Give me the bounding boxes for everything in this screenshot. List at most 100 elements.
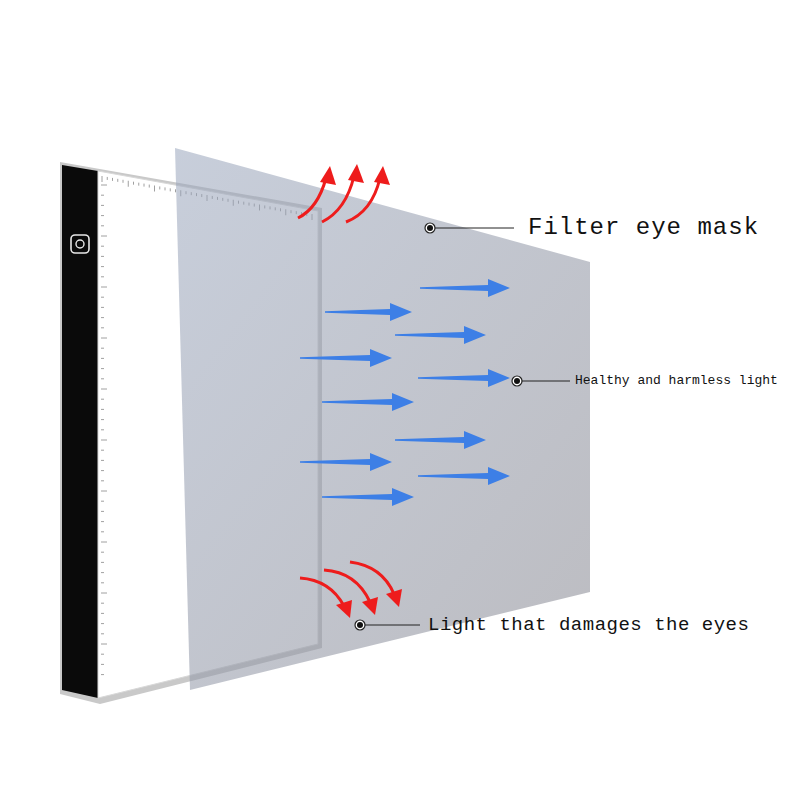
ruler-tick xyxy=(101,613,104,614)
ruler-tick xyxy=(101,225,104,226)
red-head xyxy=(374,166,390,185)
ruler-tick xyxy=(112,178,113,181)
blue-arrow xyxy=(420,279,510,297)
ruler-tick xyxy=(159,186,160,189)
red-arrow xyxy=(298,178,326,218)
ruler-tick xyxy=(101,429,104,430)
power-button xyxy=(71,235,89,253)
leader-dot xyxy=(425,223,435,233)
ruler-tick xyxy=(123,180,124,183)
ruler-tick xyxy=(101,654,104,655)
leader-dot xyxy=(427,225,433,231)
ruler-tick xyxy=(101,664,104,665)
callout-label: Light that damages the eyes xyxy=(428,615,749,636)
red-arrow xyxy=(324,570,370,602)
blue-arrow xyxy=(322,393,414,411)
leader-lines xyxy=(362,228,570,625)
leader-line xyxy=(432,228,514,229)
harmful-light-arrows xyxy=(298,176,394,606)
ruler-tick xyxy=(101,562,104,563)
ruler-tick xyxy=(101,470,104,471)
ruler-tick xyxy=(101,491,107,492)
ruler-tick xyxy=(133,182,134,185)
ruler-tick xyxy=(101,511,104,512)
red-head xyxy=(362,597,378,615)
ruler-tick xyxy=(101,633,104,634)
ruler-tick xyxy=(101,674,104,675)
red-heads xyxy=(320,164,402,618)
leader-dot xyxy=(514,378,520,384)
ruler-tick xyxy=(170,188,171,191)
ruler-tick xyxy=(101,389,107,390)
leader-line xyxy=(362,625,420,626)
ruler-tick xyxy=(128,181,129,187)
ruler-tick xyxy=(101,501,104,502)
ruler-tick xyxy=(101,287,107,288)
ruler-tick xyxy=(101,440,107,441)
ruler-tick xyxy=(101,480,104,481)
leader-dot xyxy=(512,376,522,386)
ruler-tick xyxy=(101,317,104,318)
ruler-tick xyxy=(101,450,104,451)
ruler-tick xyxy=(101,644,107,645)
red-arrow xyxy=(346,178,380,222)
ruler-tick xyxy=(149,185,150,188)
ruler-tick xyxy=(101,297,104,298)
ruler-tick xyxy=(101,185,107,186)
ruler-tick xyxy=(101,419,104,420)
ruler-tick xyxy=(101,572,104,573)
ruler-tick xyxy=(107,177,108,180)
ruler-tick xyxy=(101,521,104,522)
ruler-tick xyxy=(101,276,104,277)
ruler-tick xyxy=(101,603,104,604)
ruler-tick xyxy=(101,582,104,583)
ruler-tick xyxy=(101,215,104,216)
ruler-tick xyxy=(101,358,104,359)
ruler-tick xyxy=(101,195,104,196)
ruler-tick xyxy=(144,184,145,187)
red-head xyxy=(348,164,364,183)
pad-frame xyxy=(62,165,98,698)
filter-sheet xyxy=(175,148,590,690)
ruler-tick xyxy=(154,186,155,192)
ruler-tick xyxy=(101,460,104,461)
red-arrow xyxy=(300,578,344,606)
blue-arrow xyxy=(395,431,486,449)
ruler-tick xyxy=(101,266,104,267)
ruler-tick xyxy=(101,399,104,400)
blue-arrow xyxy=(300,453,392,471)
red-head xyxy=(336,600,352,618)
leader-dot xyxy=(355,620,365,630)
ruler-tick xyxy=(117,179,118,182)
ruler-tick xyxy=(165,187,166,190)
ruler-tick xyxy=(101,409,104,410)
ruler-tick xyxy=(101,348,104,349)
leader-dots xyxy=(355,223,522,630)
ruler-tick xyxy=(101,552,104,553)
ruler-tick xyxy=(101,338,107,339)
ruler-tick xyxy=(101,205,104,206)
ruler-tick xyxy=(101,623,104,624)
ruler-tick xyxy=(101,531,104,532)
blue-arrow xyxy=(322,488,414,506)
ruler-tick xyxy=(175,189,176,192)
ruler-tick xyxy=(101,593,107,594)
ruler-tick xyxy=(101,246,104,247)
blue-arrow xyxy=(325,303,412,321)
blue-arrow xyxy=(395,326,486,344)
blue-arrow xyxy=(300,349,392,367)
blue-arrow xyxy=(418,467,510,485)
ruler-tick xyxy=(101,378,104,379)
callout-label: Healthy and harmless light xyxy=(575,374,778,388)
red-head xyxy=(320,166,336,185)
ruler-tick xyxy=(101,236,107,237)
ruler-tick xyxy=(101,256,104,257)
healthy-light-arrows xyxy=(300,279,510,506)
red-head xyxy=(386,589,402,607)
ruler-tick xyxy=(138,183,139,186)
leader-line xyxy=(519,381,570,382)
ruler-tick xyxy=(102,176,103,182)
ruler-tick xyxy=(101,327,104,328)
